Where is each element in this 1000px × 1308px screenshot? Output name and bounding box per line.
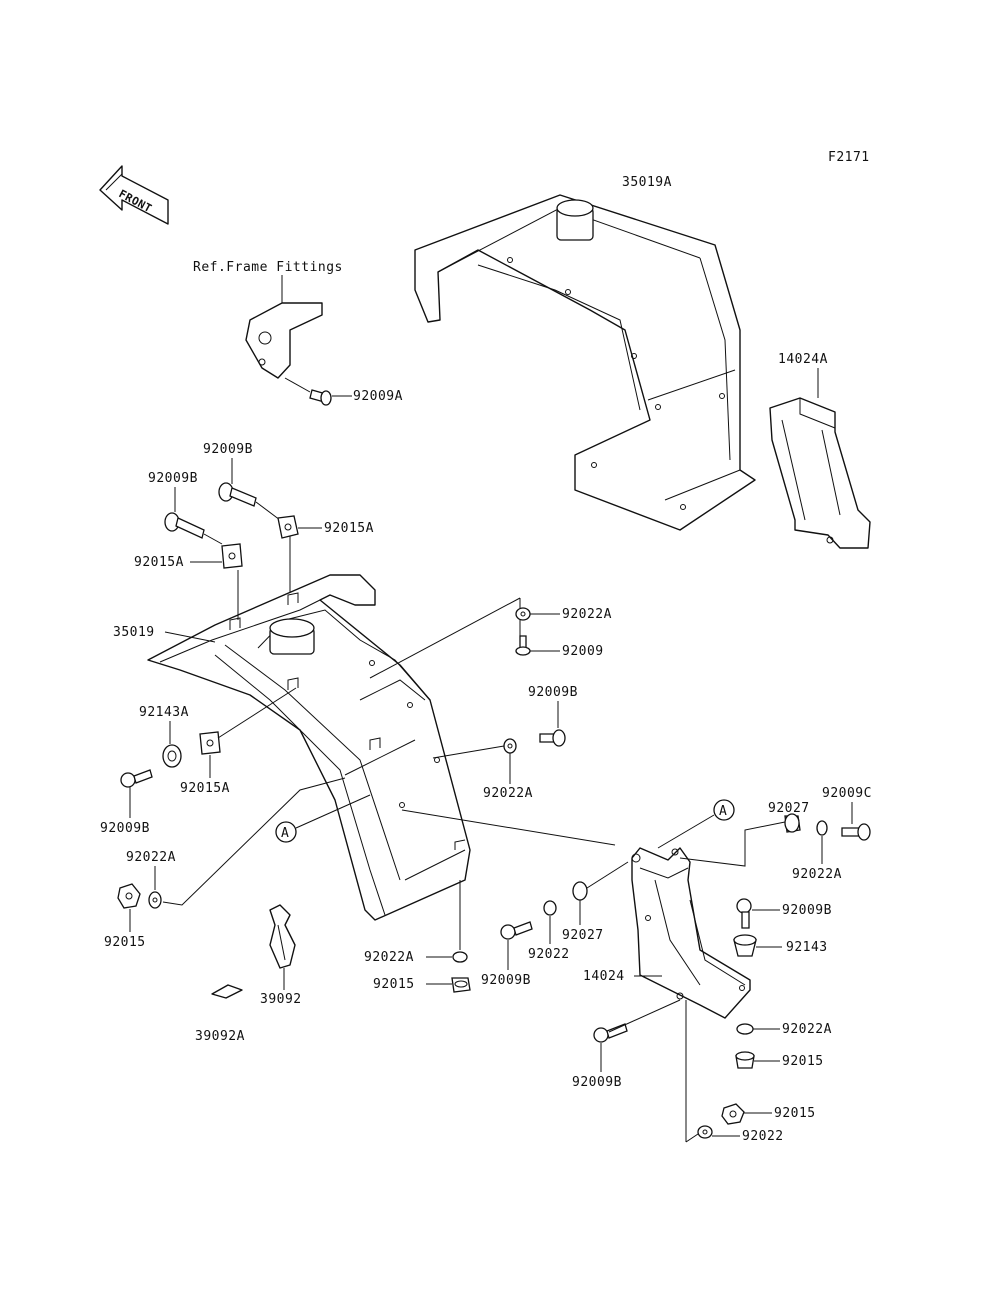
label-92027-2: 92027 bbox=[562, 928, 604, 943]
label-92009B-7: 92009B bbox=[572, 1075, 622, 1090]
label-92027-1: 92027 bbox=[768, 801, 810, 816]
label-92009B-6: 92009B bbox=[481, 973, 531, 988]
nut-92015-3 bbox=[735, 1051, 755, 1069]
rear-fender-35019A bbox=[414, 194, 756, 531]
frame-fitting-bracket bbox=[245, 302, 323, 379]
spacer-92027-2 bbox=[572, 881, 588, 901]
label-92009B-5: 92009B bbox=[782, 903, 832, 918]
bracket-14024 bbox=[631, 847, 751, 1019]
spacer-92027-1 bbox=[784, 813, 801, 833]
leader-bolt-to-bracket bbox=[608, 999, 681, 1033]
label-39092: 39092 bbox=[260, 992, 302, 1007]
label-92015-3: 92015 bbox=[782, 1054, 824, 1069]
clamp-39092 bbox=[269, 904, 296, 969]
label-92022A-1: 92022A bbox=[562, 607, 612, 622]
label-92015-1: 92015 bbox=[104, 935, 146, 950]
label-92009B-1: 92009B bbox=[203, 442, 253, 457]
bolt-92009B-2 bbox=[164, 512, 205, 539]
callout-a-left bbox=[275, 821, 297, 843]
leader-92009A-a bbox=[284, 377, 311, 393]
washer-92022-1 bbox=[543, 900, 557, 916]
washer-92022A-2 bbox=[503, 738, 517, 754]
label-92143A: 92143A bbox=[139, 705, 189, 720]
clip-nut-92015A-1 bbox=[277, 515, 299, 539]
nut-92015-2 bbox=[451, 977, 471, 993]
label-92015A-2: 92015A bbox=[134, 555, 184, 570]
label-35019A: 35019A bbox=[622, 175, 672, 190]
label-39092A: 39092A bbox=[195, 1029, 245, 1044]
label-92022A-6: 92022A bbox=[782, 1022, 832, 1037]
nut-92015-1 bbox=[117, 883, 141, 909]
front-arrow-icon: FRONT bbox=[99, 165, 169, 225]
label-92009B-2: 92009B bbox=[148, 471, 198, 486]
bolt-92009B-4 bbox=[120, 769, 153, 788]
label-92015A-3: 92015A bbox=[180, 781, 230, 796]
label-92022: 92022 bbox=[528, 947, 570, 962]
washer-92022A-6 bbox=[736, 1023, 754, 1035]
label-92022A-2: 92022A bbox=[483, 786, 533, 801]
washer-92022A-5 bbox=[452, 951, 468, 963]
leader-bolt-to-clip-2 bbox=[203, 533, 223, 545]
label-92009B-4: 92009B bbox=[100, 821, 150, 836]
leader-callout-a-left bbox=[295, 794, 371, 829]
mud-flap-14024A bbox=[769, 397, 871, 549]
leader-callout-a-right bbox=[657, 814, 715, 849]
label-92022A-5: 92022A bbox=[364, 950, 414, 965]
label-92015A-1: 92015A bbox=[324, 521, 374, 536]
washer-92022A-4 bbox=[816, 820, 828, 836]
bolt-92009C bbox=[841, 823, 871, 841]
label-35019: 35019 bbox=[113, 625, 155, 640]
clip-nut-92015A-2 bbox=[221, 543, 243, 569]
label-92009B-3: 92009B bbox=[528, 685, 578, 700]
bolt-92009B-5 bbox=[736, 898, 752, 929]
leader-92022A-1-to-fender bbox=[369, 597, 521, 679]
bolt-92009B-1 bbox=[218, 482, 257, 507]
washer-92022A-1 bbox=[515, 607, 531, 621]
clip-39092A bbox=[211, 984, 243, 999]
label-92015-2: 92015 bbox=[373, 977, 415, 992]
leader-clip-to-fender-3 bbox=[217, 687, 297, 739]
grommet-92143 bbox=[733, 934, 757, 957]
leader-bracket-bottom-tip bbox=[685, 1133, 699, 1143]
grommet-92143A bbox=[162, 744, 182, 768]
leader-bracket-to-spacer bbox=[679, 821, 786, 867]
bolt-92009 bbox=[515, 635, 531, 656]
label-92009A: 92009A bbox=[353, 389, 403, 404]
label-92009C: 92009C bbox=[822, 786, 872, 801]
ref-frame-fittings-note: Ref.Frame Fittings bbox=[193, 260, 343, 275]
leader-35019 bbox=[164, 631, 216, 643]
leader-washer-to-fender bbox=[432, 745, 505, 759]
bolt-92009B-3 bbox=[539, 729, 566, 747]
front-arrow-label: FRONT bbox=[117, 187, 155, 215]
bolt-92009B-7 bbox=[593, 1023, 628, 1043]
figure-code: F2171 bbox=[828, 150, 870, 165]
leader-spacer-to-bracket bbox=[586, 861, 629, 889]
nut-92015-4 bbox=[721, 1103, 745, 1125]
callout-a-right bbox=[713, 799, 735, 821]
callout-a-left-letter: A bbox=[281, 826, 289, 841]
bolt-92009A bbox=[309, 389, 332, 406]
label-92022-2: 92022 bbox=[742, 1129, 784, 1144]
front-fender-35019 bbox=[147, 574, 471, 921]
label-14024: 14024 bbox=[583, 969, 625, 984]
label-92143: 92143 bbox=[786, 940, 828, 955]
label-92015-4: 92015 bbox=[774, 1106, 816, 1121]
washer-92022-2 bbox=[697, 1125, 713, 1139]
label-14024A: 14024A bbox=[778, 352, 828, 367]
bolt-92009B-6 bbox=[500, 921, 533, 940]
label-92022A-3: 92022A bbox=[126, 850, 176, 865]
washer-92022A-3 bbox=[148, 891, 162, 909]
leader-bolt-to-clip-1 bbox=[255, 501, 281, 521]
leader-washer-to-fender-left bbox=[162, 777, 346, 906]
label-92009: 92009 bbox=[562, 644, 604, 659]
label-92022A-4: 92022A bbox=[792, 867, 842, 882]
clip-nut-92015A-3 bbox=[199, 731, 221, 755]
callout-a-right-letter: A bbox=[719, 804, 727, 819]
leader-fender-to-bracket bbox=[401, 809, 616, 846]
